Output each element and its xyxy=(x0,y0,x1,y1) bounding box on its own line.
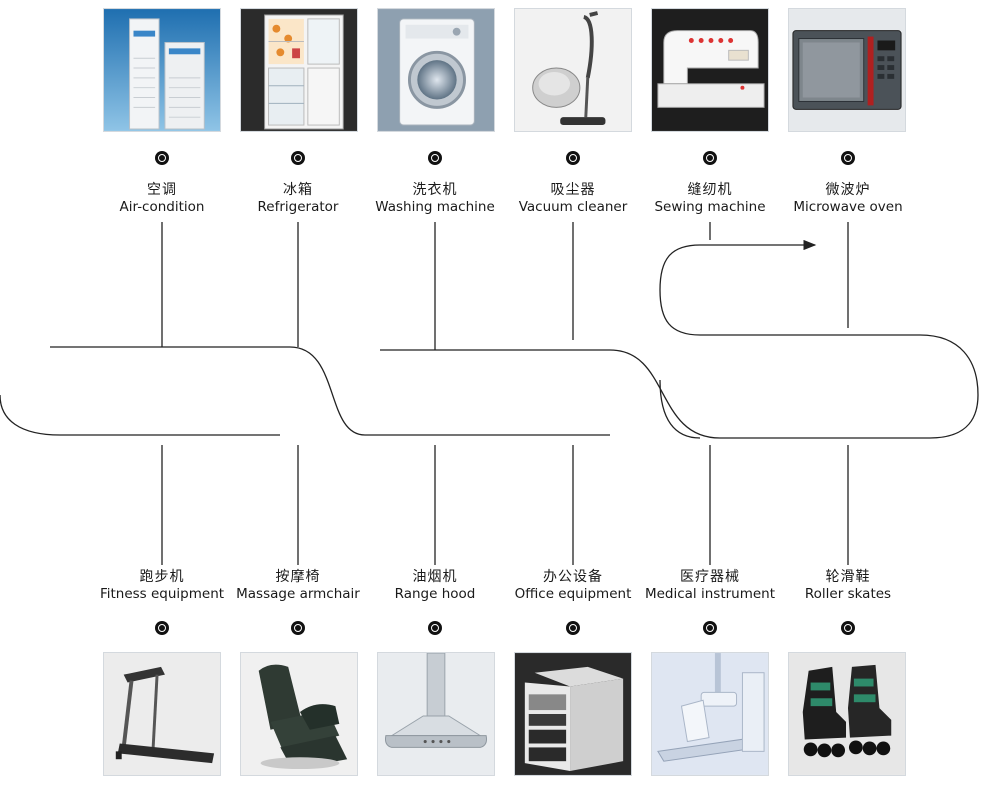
label-en: Fitness equipment xyxy=(99,586,225,602)
label-air-condition: 空调 Air-condition xyxy=(82,182,242,216)
label-zh: 按摩椅 xyxy=(275,569,321,585)
label-en: Microwave oven xyxy=(793,199,903,215)
washing-machine-icon xyxy=(378,9,494,131)
treadmill-icon xyxy=(104,653,220,775)
top-connector-node-4 xyxy=(566,151,580,165)
washing-machine-photo xyxy=(377,8,495,132)
refrigerator-icon xyxy=(241,9,357,131)
printer-icon xyxy=(515,653,631,775)
label-roller-skates: 轮滑鞋 Roller skates xyxy=(768,569,928,603)
treadmill-photo xyxy=(103,652,221,776)
top-connector-node-2 xyxy=(291,151,305,165)
label-sewing-machine: 缝纫机 Sewing machine xyxy=(630,182,790,216)
sewing-machine-icon xyxy=(652,9,768,131)
vacuum-cleaner-photo xyxy=(514,8,632,132)
bottom-connector-node-5 xyxy=(703,621,717,635)
top-connector-node-5 xyxy=(703,151,717,165)
medical-instrument-photo xyxy=(651,652,769,776)
label-en: Air-condition xyxy=(119,199,205,215)
microwave-icon xyxy=(789,9,905,131)
top-connector-node-3 xyxy=(428,151,442,165)
top-connector-node-6 xyxy=(841,151,855,165)
air-conditioner-photo xyxy=(103,8,221,132)
label-zh: 吸尘器 xyxy=(550,182,596,198)
label-office-equipment: 办公设备 Office equipment xyxy=(493,569,653,603)
refrigerator-photo xyxy=(240,8,358,132)
label-en: Office equipment xyxy=(514,586,632,602)
office-equipment-photo xyxy=(514,652,632,776)
label-zh: 冰箱 xyxy=(283,182,313,198)
label-zh: 微波炉 xyxy=(825,182,871,198)
air-conditioner-icon xyxy=(104,9,220,131)
label-microwave-oven: 微波炉 Microwave oven xyxy=(768,182,928,216)
label-en: Roller skates xyxy=(804,586,892,602)
label-range-hood: 油烟机 Range hood xyxy=(355,569,515,603)
label-vacuum-cleaner: 吸尘器 Vacuum cleaner xyxy=(493,182,653,216)
label-en: Washing machine xyxy=(375,199,495,215)
massage-armchair-photo xyxy=(240,652,358,776)
label-en: Refrigerator xyxy=(257,199,339,215)
label-zh: 洗衣机 xyxy=(412,182,458,198)
bottom-connector-node-6 xyxy=(841,621,855,635)
roller-skates-icon xyxy=(789,653,905,775)
label-zh: 空调 xyxy=(147,182,177,198)
vacuum-cleaner-icon xyxy=(515,9,631,131)
bottom-connector-node-1 xyxy=(155,621,169,635)
label-en: Massage armchair xyxy=(236,586,360,602)
massage-chair-icon xyxy=(241,653,357,775)
roller-skates-photo xyxy=(788,652,906,776)
bottom-connector-node-3 xyxy=(428,621,442,635)
label-zh: 跑步机 xyxy=(139,569,185,585)
microwave-oven-photo xyxy=(788,8,906,132)
label-washing-machine: 洗衣机 Washing machine xyxy=(355,182,515,216)
label-en: Medical instrument xyxy=(644,586,776,602)
bottom-connector-node-2 xyxy=(291,621,305,635)
label-en: Sewing machine xyxy=(654,199,766,215)
range-hood-icon xyxy=(378,653,494,775)
label-en: Vacuum cleaner xyxy=(518,199,628,215)
label-fitness-equipment: 跑步机 Fitness equipment xyxy=(82,569,242,603)
label-zh: 油烟机 xyxy=(412,569,458,585)
medical-xray-icon xyxy=(652,653,768,775)
label-massage-armchair: 按摩椅 Massage armchair xyxy=(218,569,378,603)
label-en: Range hood xyxy=(394,586,476,602)
label-medical-instrument: 医疗器械 Medical instrument xyxy=(630,569,790,603)
label-zh: 缝纫机 xyxy=(687,182,733,198)
label-zh: 医疗器械 xyxy=(680,569,740,585)
bottom-connector-node-4 xyxy=(566,621,580,635)
label-zh: 轮滑鞋 xyxy=(825,569,871,585)
top-connector-node-1 xyxy=(155,151,169,165)
range-hood-photo xyxy=(377,652,495,776)
sewing-machine-photo xyxy=(651,8,769,132)
label-zh: 办公设备 xyxy=(543,569,603,585)
label-refrigerator: 冰箱 Refrigerator xyxy=(218,182,378,216)
